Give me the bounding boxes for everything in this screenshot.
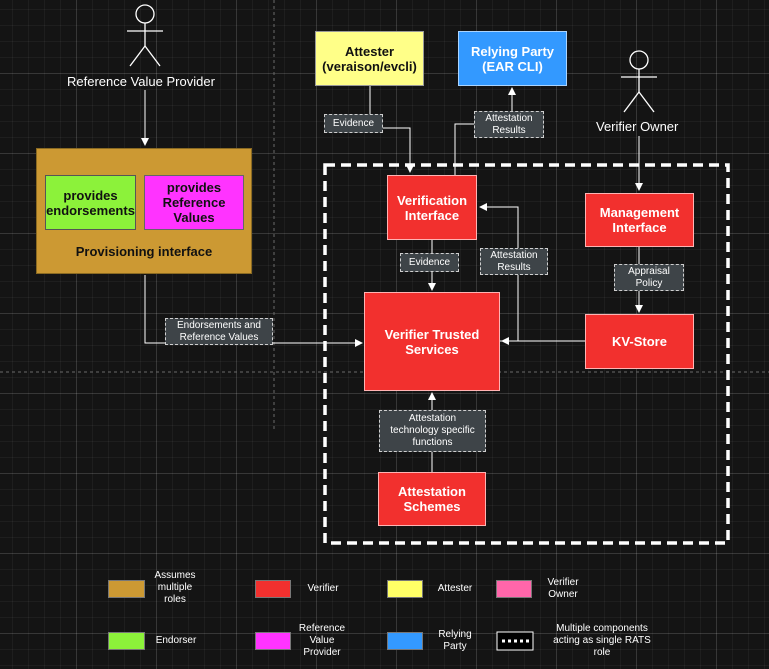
provides-endorsements-label: provides endorsements (46, 187, 135, 218)
management-interface-node[interactable]: Management Interface (585, 193, 694, 247)
appraisal-policy-label: Appraisal Policy (614, 264, 684, 291)
legend-text-attester: Attester (437, 583, 473, 594)
legend-text-endorser: Endorser (155, 635, 197, 646)
attestation-results-label-top: Attestation Results (474, 111, 544, 138)
edge-provisioning-to-vts (144, 275, 363, 347)
legend-swatch-reference-value-provider (255, 632, 291, 650)
reference-value-provider-label: Reference Value Provider (67, 74, 215, 89)
endorsements-reference-values-label: Endorsements and Reference Values (165, 318, 273, 345)
kv-store-node[interactable]: KV-Store (585, 314, 694, 369)
kv-store-label: KV-Store (612, 334, 667, 349)
verifier-trusted-services-label: Verifier Trusted Services (384, 326, 480, 357)
legend-swatch-verifier (255, 580, 291, 598)
attestation-schemes-node[interactable]: Attestation Schemes (378, 472, 486, 526)
evidence-label-top: Evidence (324, 114, 383, 133)
legend-text-reference-value-provider: Reference Value Provider (298, 623, 346, 658)
provides-reference-values-label: provides Reference Values (162, 180, 226, 225)
legend-swatch-attester (387, 580, 423, 598)
legend-swatch-endorser (108, 632, 145, 650)
provides-endorsements-node[interactable]: provides endorsements (45, 175, 136, 230)
legend-swatch-verifier-owner (496, 580, 532, 598)
verifier-boundary (323, 163, 730, 545)
edge-attester-to-verification (369, 86, 414, 173)
attestation-schemes-label: Attestation Schemes (398, 484, 466, 514)
verification-interface-node[interactable]: Verification Interface (387, 175, 477, 240)
attester-node-label: Attester (veraison/evcli) (322, 43, 417, 74)
legend-text-relying-party: Relying Party (438, 629, 472, 652)
provides-reference-values-node[interactable]: provides Reference Values (144, 175, 244, 230)
verifier-owner-actor-icon (621, 50, 657, 113)
verifier-trusted-services-node[interactable]: Verifier Trusted Services (364, 292, 500, 391)
verification-interface-label: Verification Interface (396, 192, 468, 223)
attestation-technology-functions-label: Attestation technology specific function… (379, 410, 486, 452)
attestation-results-label-mid: Attestation Results (480, 248, 548, 275)
relying-party-node[interactable]: Relying Party (EAR CLI) (458, 31, 567, 86)
evidence-label-mid: Evidence (400, 253, 459, 272)
attester-node[interactable]: Attester (veraison/evcli) (315, 31, 424, 86)
management-interface-label: Management Interface (599, 205, 680, 235)
provisioning-interface-label: Provisioning interface (75, 244, 213, 259)
legend-text-verifier: Verifier (307, 583, 339, 594)
legend-swatch-multiple-roles (108, 580, 145, 598)
legend-text-multiple-roles: Assumes multiple roles (154, 570, 196, 605)
legend-text-multiple-components: Multiple components acting as single RAT… (553, 623, 651, 658)
reference-value-provider-actor-icon (127, 4, 163, 67)
legend-text-verifier-owner: Verifier Owner (547, 577, 579, 600)
verifier-owner-label: Verifier Owner (596, 119, 679, 134)
relying-party-node-label: Relying Party (EAR CLI) (470, 43, 555, 74)
legend-swatch-relying-party (387, 632, 423, 650)
